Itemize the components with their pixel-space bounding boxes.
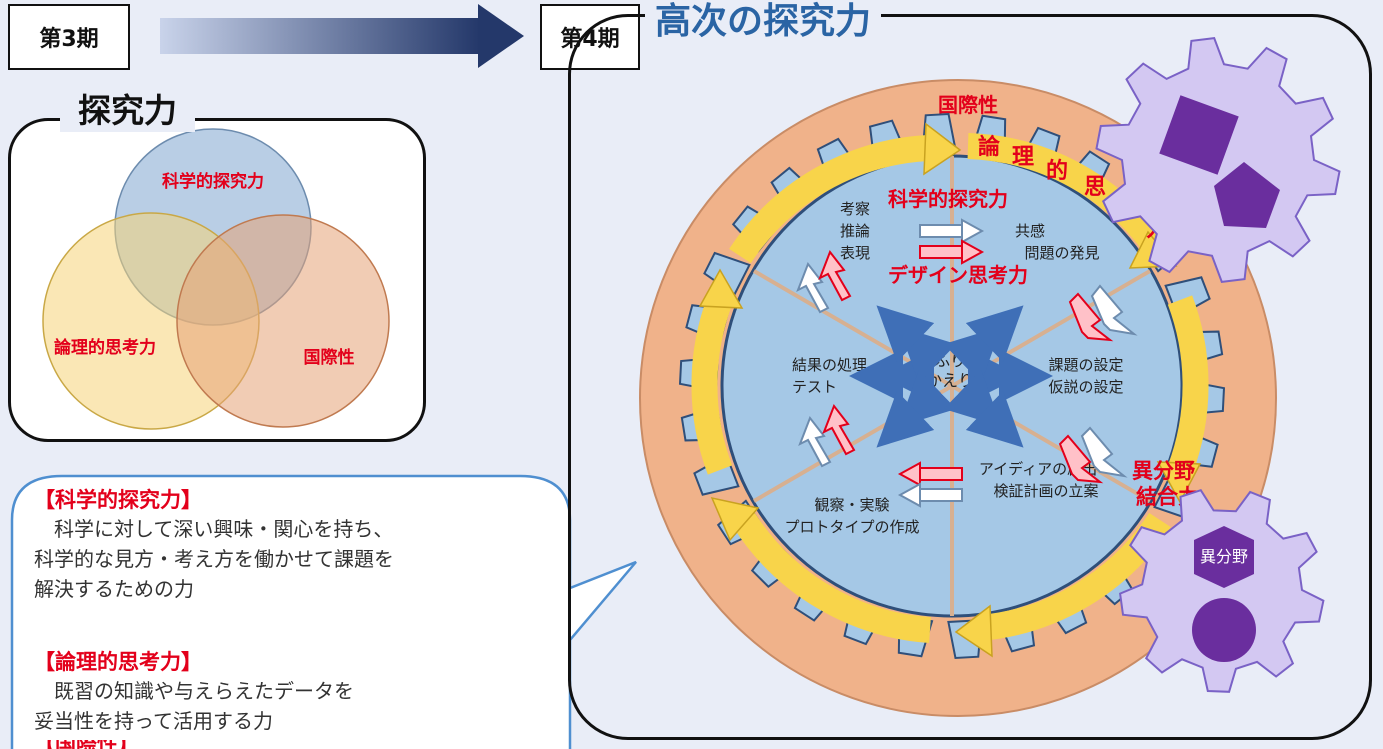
ring-arc-3 — [1167, 295, 1209, 475]
inquiry-title: 探究力 — [60, 84, 195, 132]
step-empathy-1: 共感 — [1015, 222, 1045, 240]
definition-international-title: 【国際性】 — [34, 740, 139, 749]
ring-arc-5 — [733, 512, 931, 643]
reflection-line2: かえり — [926, 371, 974, 390]
definition-international: 【国際性】 — [34, 740, 139, 749]
gear-square — [1159, 95, 1239, 175]
international-label: 国際性 — [938, 93, 998, 117]
small-gear-label: 異分野 — [1200, 547, 1248, 566]
ring-arc-6 — [691, 295, 733, 475]
scientific-inquiry-label: 科学的探究力 — [888, 187, 1008, 211]
svg-text:的: 的 — [1046, 158, 1068, 184]
definition-scientific: 【科学的探究力】 科学に対して深い興味・関心を持ち、 科学的な見方・考え方を働か… — [34, 484, 394, 604]
venn-circle-international — [176, 214, 390, 428]
step-problem-1: 課題の設定 — [1048, 356, 1123, 374]
higher-inquiry-title: 高次の探究力 — [645, 0, 882, 44]
svg-text:思: 思 — [1084, 175, 1106, 200]
svg-text:理: 理 — [1012, 145, 1034, 170]
reflection-arrows — [849, 305, 1053, 448]
gear-hexagon — [1194, 526, 1254, 588]
reflection-line1: ふり — [934, 351, 966, 370]
step-result-2: テスト — [792, 378, 837, 396]
definition-logic-title: 【論理的思考力】 — [34, 650, 202, 674]
step-problem-2: 仮説の設定 — [1048, 378, 1123, 396]
definition-scientific-line1: 科学に対して深い興味・関心を持ち、 — [34, 517, 394, 541]
inquiry-panel: 科学的探究力 論理的思考力 国際性 — [8, 118, 426, 442]
step-observe-1: 観察・実験 — [814, 496, 889, 514]
step-idea-2: 検証計画の立案 — [993, 482, 1098, 500]
higher-inquiry-panel — [568, 14, 1372, 740]
venn-label-international: 国際性 — [304, 347, 355, 368]
venn-label-scientific: 科学的探究力 — [162, 171, 264, 192]
definition-scientific-line2: 科学的な見方・考え方を働かせて課題を — [34, 547, 394, 571]
transition-arrow — [160, 18, 480, 54]
svg-text:論: 論 — [978, 134, 1001, 160]
gear-circle — [1192, 598, 1256, 662]
transition-arrow-head — [478, 4, 524, 68]
paired-arrows — [796, 218, 1138, 508]
period-3-text: 第3期 — [39, 27, 99, 52]
definition-logic-line2: 妥当性を持って活用する力 — [34, 709, 273, 733]
venn-label-logic: 論理的思考力 — [54, 337, 156, 358]
step-labels: 考察 推論 表現 共感 問題の発見 課題の設定 仮説の設定 アイディアの創出 検… — [784, 200, 1123, 536]
definition-logic-line1: 既習の知識や与えらえたデータを — [34, 679, 354, 703]
step-empathy-2: 問題の発見 — [1024, 244, 1099, 262]
venn-diagram: 科学的探究力 論理的思考力 国際性 — [42, 128, 390, 430]
design-thinking-label: デザイン思考力 — [888, 263, 1028, 287]
definition-logic: 【論理的思考力】 既習の知識や与えらえたデータを 妥当性を持って活用する力 — [34, 646, 354, 736]
step-consider-2: 推論 — [840, 222, 870, 240]
definition-scientific-line3: 解決するための力 — [34, 577, 194, 601]
step-observe-2: プロトタイプの作成 — [784, 518, 919, 536]
definition-scientific-title: 【科学的探究力】 — [34, 488, 202, 512]
step-consider-3: 表現 — [840, 244, 870, 262]
period-3-label: 第3期 — [8, 4, 130, 70]
step-consider-1: 考察 — [840, 200, 870, 218]
ring-arc-2 — [967, 133, 1169, 258]
large-gear — [1095, 37, 1341, 283]
diverse-label-line1: 異分野 — [1132, 459, 1195, 483]
step-result-1: 結果の処理 — [792, 356, 867, 374]
small-gear: 異分野 — [1119, 489, 1325, 693]
ring-arc-1 — [729, 135, 929, 264]
gear-pentagon — [1214, 162, 1280, 228]
